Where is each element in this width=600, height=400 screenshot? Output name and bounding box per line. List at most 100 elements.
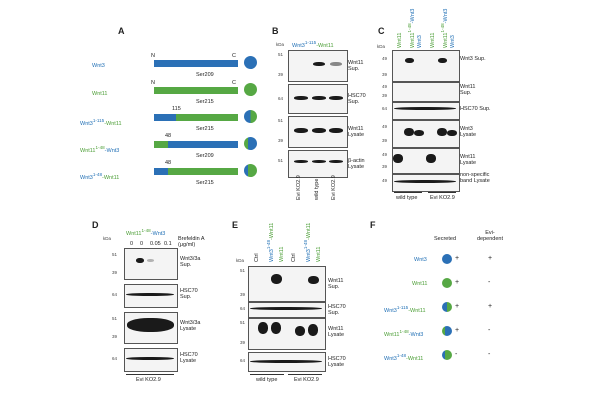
blot-band: [271, 274, 282, 284]
lane-label: Wnt31-48-Wnt11: [303, 222, 312, 262]
column-header: Evi-dependent: [477, 230, 503, 242]
blot-band: [312, 160, 326, 163]
kda-marker: 51: [278, 118, 284, 123]
lane-label: Evi KO2.9: [331, 175, 337, 200]
kda-marker: 39: [240, 340, 246, 345]
ser-site-label: Ser209: [196, 72, 214, 78]
kda-marker: 64: [112, 292, 118, 297]
summary-row-name: Wnt31-48-Wnt11: [384, 353, 424, 362]
lane-label: Wnt111-48-Wnt3: [440, 8, 449, 48]
blot-wnt11-sup: [392, 82, 460, 102]
lane-label: Ctrl: [254, 253, 260, 262]
blot-label: Wnt3/3a Lysate: [180, 320, 201, 332]
blot-wnt3-sup: [124, 248, 178, 280]
blot-label: non-specific band Lysate: [460, 172, 490, 184]
panel-label-a: A: [118, 26, 125, 36]
construct-name: Wnt31-115-Wnt11: [80, 118, 122, 127]
blot-label: HSC70 Sup.: [460, 106, 491, 112]
lane-label: Wnt11: [316, 246, 322, 263]
blot-wnt11-sup: [248, 266, 326, 302]
wnt3-symbol: [442, 254, 452, 264]
kda-label: kDa: [276, 42, 285, 47]
blot-band: [295, 326, 305, 336]
blot-band: [404, 128, 414, 136]
kda-label: kDa: [103, 236, 112, 241]
kda-marker: 49: [382, 56, 388, 61]
blot-band: [414, 130, 424, 136]
kda-marker: 51: [240, 268, 246, 273]
group-label: wild type: [256, 377, 278, 383]
ser-site-label: Ser215: [196, 99, 214, 105]
kda-marker: 49: [382, 178, 388, 183]
blot-band: [250, 307, 322, 310]
blot-band: [393, 154, 403, 163]
kda-label: kDa: [377, 44, 386, 49]
ser-site-label: Ser215: [196, 126, 214, 132]
wnt11-symbol: [244, 83, 257, 96]
evi-value: -: [488, 279, 491, 286]
dose-label: 0: [130, 241, 134, 247]
secreted-value: +: [455, 303, 460, 310]
panel-b-title: Wnt31-115-Wnt11: [292, 40, 334, 49]
wnt11-segment-bar: [154, 141, 168, 148]
wnt11-segment-bar: [176, 114, 238, 121]
blot-label: HSC70 Lysate: [180, 352, 198, 364]
blot-band: [312, 128, 326, 133]
kda-marker: 39: [382, 138, 388, 143]
blot-label: Wnt11 Lysate: [328, 326, 345, 338]
panel-label-b: B: [272, 26, 279, 36]
blot-band: [330, 62, 342, 66]
blot-band: [126, 357, 174, 360]
kda-marker: 49: [382, 152, 388, 157]
construct-name: Wnt3: [92, 63, 105, 69]
blot-actin-lysate: [288, 150, 348, 178]
junction-label: 115: [172, 106, 181, 112]
evi-value: -: [488, 327, 491, 334]
kda-marker: 39: [382, 93, 388, 98]
treatment-label: Brefeldin A (μg/ml): [178, 236, 205, 248]
chimera-symbol: [244, 164, 257, 177]
wnt3-segment-bar: [168, 141, 238, 148]
secreted-value: -: [455, 351, 458, 358]
kda-marker: 64: [240, 306, 246, 311]
dose-label: 0.1: [164, 241, 172, 247]
secreted-value: +: [455, 255, 460, 262]
kda-marker: 39: [278, 138, 284, 143]
blot-hsc70-sup: [248, 302, 326, 318]
blot-band: [294, 160, 308, 163]
blot-band: [313, 62, 325, 66]
blot-wnt3-sup: [392, 50, 460, 82]
kda-marker: 39: [112, 334, 118, 339]
wnt11-bar: [154, 87, 238, 94]
blot-label: Wnt3 Sup.: [460, 56, 486, 62]
kda-marker: 64: [112, 356, 118, 361]
lane-label: Wnt11: [397, 32, 403, 49]
kda-marker: 51: [240, 320, 246, 325]
blot-band: [136, 258, 144, 263]
blot-label: β-actin Lysate: [348, 158, 365, 170]
kda-label: kDa: [236, 258, 245, 263]
ser-site-label: Ser215: [196, 180, 214, 186]
panel-label-f: F: [370, 220, 376, 230]
blot-band: [447, 130, 457, 136]
blot-label: Wnt11 Sup.: [460, 84, 476, 96]
kda-marker: 64: [278, 96, 284, 101]
group-underline: [250, 374, 284, 375]
panel-d-title: Wnt111-48-Wnt3: [126, 228, 166, 237]
kda-marker: 39: [382, 164, 388, 169]
group-label: Evi KO2.9: [294, 377, 319, 383]
kda-marker: 51: [112, 316, 118, 321]
group-underline: [288, 374, 322, 375]
chimera-symbol: [442, 302, 452, 312]
group-underline: [394, 192, 422, 193]
blot-band: [312, 96, 326, 100]
blot-band: [426, 154, 436, 163]
blot-band: [126, 293, 174, 296]
blot-band: [405, 58, 414, 63]
group-label: Evi KO2.9: [136, 377, 161, 383]
blot-band: [127, 318, 174, 332]
c-terminus-label: C: [232, 80, 236, 86]
evi-value: -: [488, 351, 491, 358]
blot-label: Wnt11 Lysate: [348, 126, 365, 138]
blot-band: [329, 128, 343, 133]
